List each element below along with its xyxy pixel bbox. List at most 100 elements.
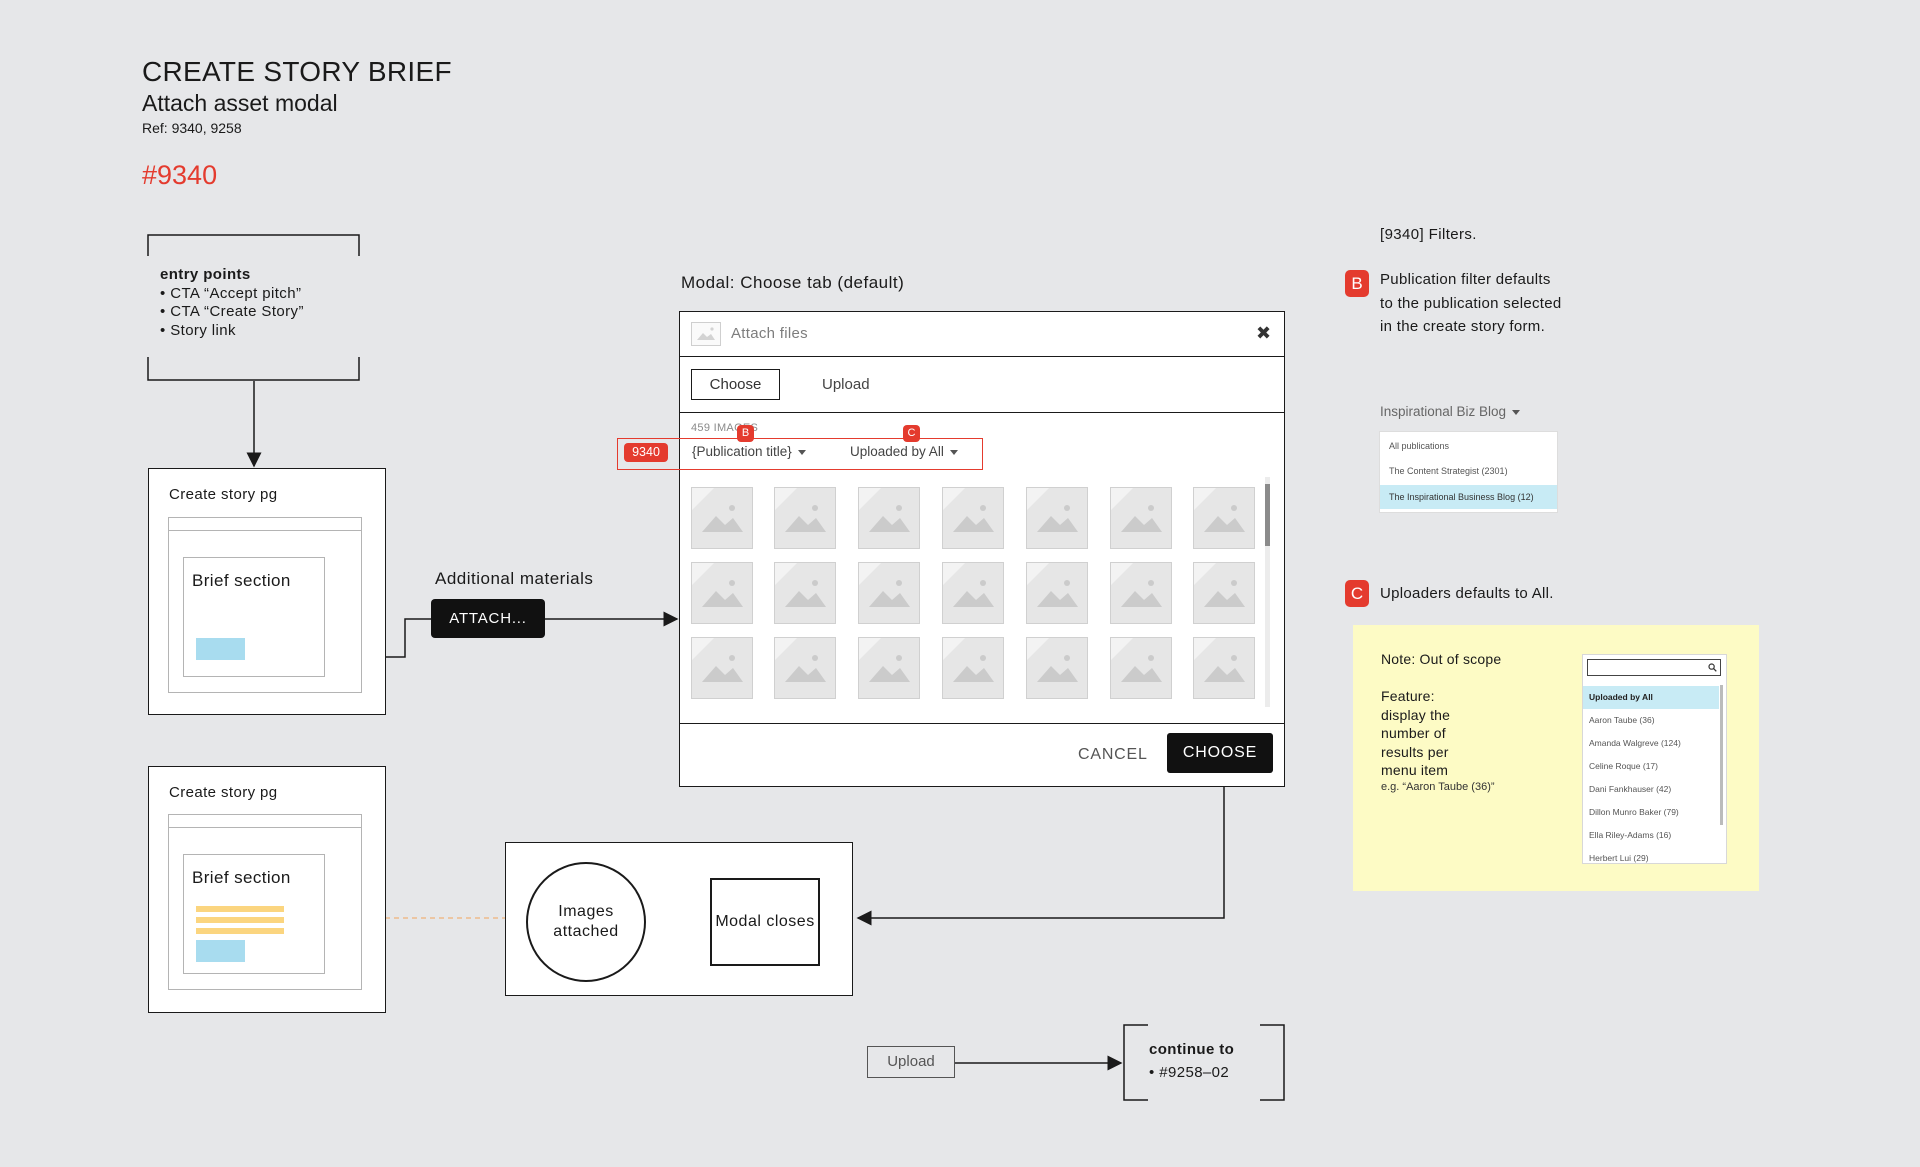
image-placeholder-icon [859,488,910,532]
tab-choose[interactable]: Choose [691,369,780,400]
image-placeholder-icon [943,638,994,682]
image-placeholder-icon [1111,488,1162,532]
sticky-title: Note: Out of scope [1381,651,1502,667]
uploader-option-selected[interactable]: Uploaded by All [1583,686,1719,709]
attachment-field[interactable] [196,940,245,962]
publication-filter-label: {Publication title} [692,444,792,459]
image-thumbnail[interactable] [1026,637,1088,699]
modal-tabs: Choose Upload [680,357,1284,413]
continue-item: • #9258–02 [1149,1064,1230,1081]
image-thumbnail[interactable] [858,562,920,624]
image-placeholder-icon [1027,638,1078,682]
ticket-badge: 9340 [624,443,668,462]
scrollbar-track[interactable] [1265,477,1270,707]
close-icon[interactable]: ✖ [1256,323,1272,343]
attached-line [196,906,284,912]
image-thumbnail[interactable] [942,637,1004,699]
modal-closes-node: Modal closes [710,878,820,966]
publication-option-selected[interactable]: The Inspirational Business Blog (12) [1380,485,1557,509]
image-thumbnail[interactable] [942,487,1004,549]
modal-heading: Modal: Choose tab (default) [681,273,905,292]
badge-c: C [903,425,920,442]
uploader-option[interactable]: Celine Roque (17) [1589,761,1658,771]
image-thumbnail[interactable] [774,562,836,624]
tab-upload[interactable]: Upload [822,376,870,393]
entry-item: • CTA “Create Story” [160,303,304,320]
image-placeholder-icon [1027,488,1078,532]
create-story-page-bottom: Create story pg Brief section [148,766,386,1013]
publication-option[interactable]: All publications [1389,441,1450,451]
image-thumbnail[interactable] [1026,562,1088,624]
search-icon [1708,663,1717,672]
uploader-option[interactable]: Dani Fankhauser (42) [1589,784,1672,794]
publication-select-label: Inspirational Biz Blog [1380,404,1507,419]
image-placeholder-icon [692,488,743,532]
continue-to: continue to • #9258–02 [1149,1038,1234,1084]
cancel-button[interactable]: CANCEL [1078,746,1148,763]
image-thumbnail[interactable] [691,637,753,699]
image-thumbnail[interactable] [1193,637,1255,699]
image-thumbnail[interactable] [1193,562,1255,624]
image-thumbnail[interactable] [774,487,836,549]
scrollbar-thumb[interactable] [1265,484,1270,546]
uploader-search-input[interactable] [1587,659,1721,676]
uploader-option[interactable]: Herbert Lui (29) [1589,853,1649,863]
publication-option[interactable]: The Content Strategist (2301) [1389,466,1508,476]
uploader-option[interactable]: Aaron Taube (36) [1589,715,1655,725]
badge-c-large: C [1345,580,1369,607]
image-thumbnail[interactable] [858,637,920,699]
image-placeholder-icon [775,563,826,607]
page-wireframe: Brief section [168,814,362,990]
image-icon [691,322,721,346]
badge-b-large: B [1345,270,1369,297]
image-placeholder-icon [1111,638,1162,682]
image-thumbnail[interactable] [774,637,836,699]
image-placeholder-icon [943,488,994,532]
image-placeholder-icon [775,488,826,532]
uploaders-note: Uploaders defaults to All. [1380,585,1554,602]
image-thumbnail[interactable] [1110,487,1172,549]
modal-title: Attach files [731,325,808,342]
choose-button[interactable]: CHOOSE [1167,733,1273,773]
brief-label: Brief section [192,571,291,590]
attach-button[interactable]: ATTACH... [431,599,545,638]
brief-section: Brief section [183,557,325,677]
attachment-field[interactable] [196,638,245,660]
brief-label: Brief section [192,868,291,887]
additional-materials-label: Additional materials [435,569,594,588]
page-label: Create story pg [169,784,278,801]
uploader-scrollbar[interactable] [1720,685,1723,825]
image-placeholder-icon [692,563,743,607]
image-thumbnail[interactable] [1110,637,1172,699]
image-thumbnail[interactable] [691,562,753,624]
image-placeholder-icon [859,563,910,607]
image-placeholder-icon [859,638,910,682]
attached-line [196,917,284,923]
images-attached-node: Images attached [526,862,646,982]
page-wireframe: Brief section [168,517,362,693]
caret-down-icon [949,449,958,455]
image-thumbnail[interactable] [1193,487,1255,549]
continue-heading: continue to [1149,1041,1235,1058]
page-label: Create story pg [169,486,278,503]
entry-item: • Story link [160,321,236,339]
image-thumbnail[interactable] [1026,487,1088,549]
image-thumbnail[interactable] [691,487,753,549]
publication-select[interactable]: Inspirational Biz Blog [1380,404,1521,419]
publication-filter[interactable]: {Publication title} [692,444,806,459]
uploader-filter[interactable]: Uploaded by All [850,444,958,459]
caret-down-icon [797,449,806,455]
uploader-option[interactable]: Amanda Walgreve (124) [1589,738,1681,748]
filters-heading: [9340] Filters. [1380,226,1477,243]
uploader-option[interactable]: Dillon Munro Baker (79) [1589,807,1679,817]
image-thumbnail[interactable] [858,487,920,549]
image-thumbnail[interactable] [1110,562,1172,624]
brief-section: Brief section [183,854,325,974]
image-placeholder-icon [1194,488,1245,532]
image-thumbnail[interactable] [942,562,1004,624]
upload-button[interactable]: Upload [867,1046,955,1078]
uploader-option[interactable]: Ella Riley-Adams (16) [1589,830,1672,840]
image-placeholder-icon [1111,563,1162,607]
modal-header: Attach files ✖ [680,312,1284,357]
image-placeholder-icon [775,638,826,682]
